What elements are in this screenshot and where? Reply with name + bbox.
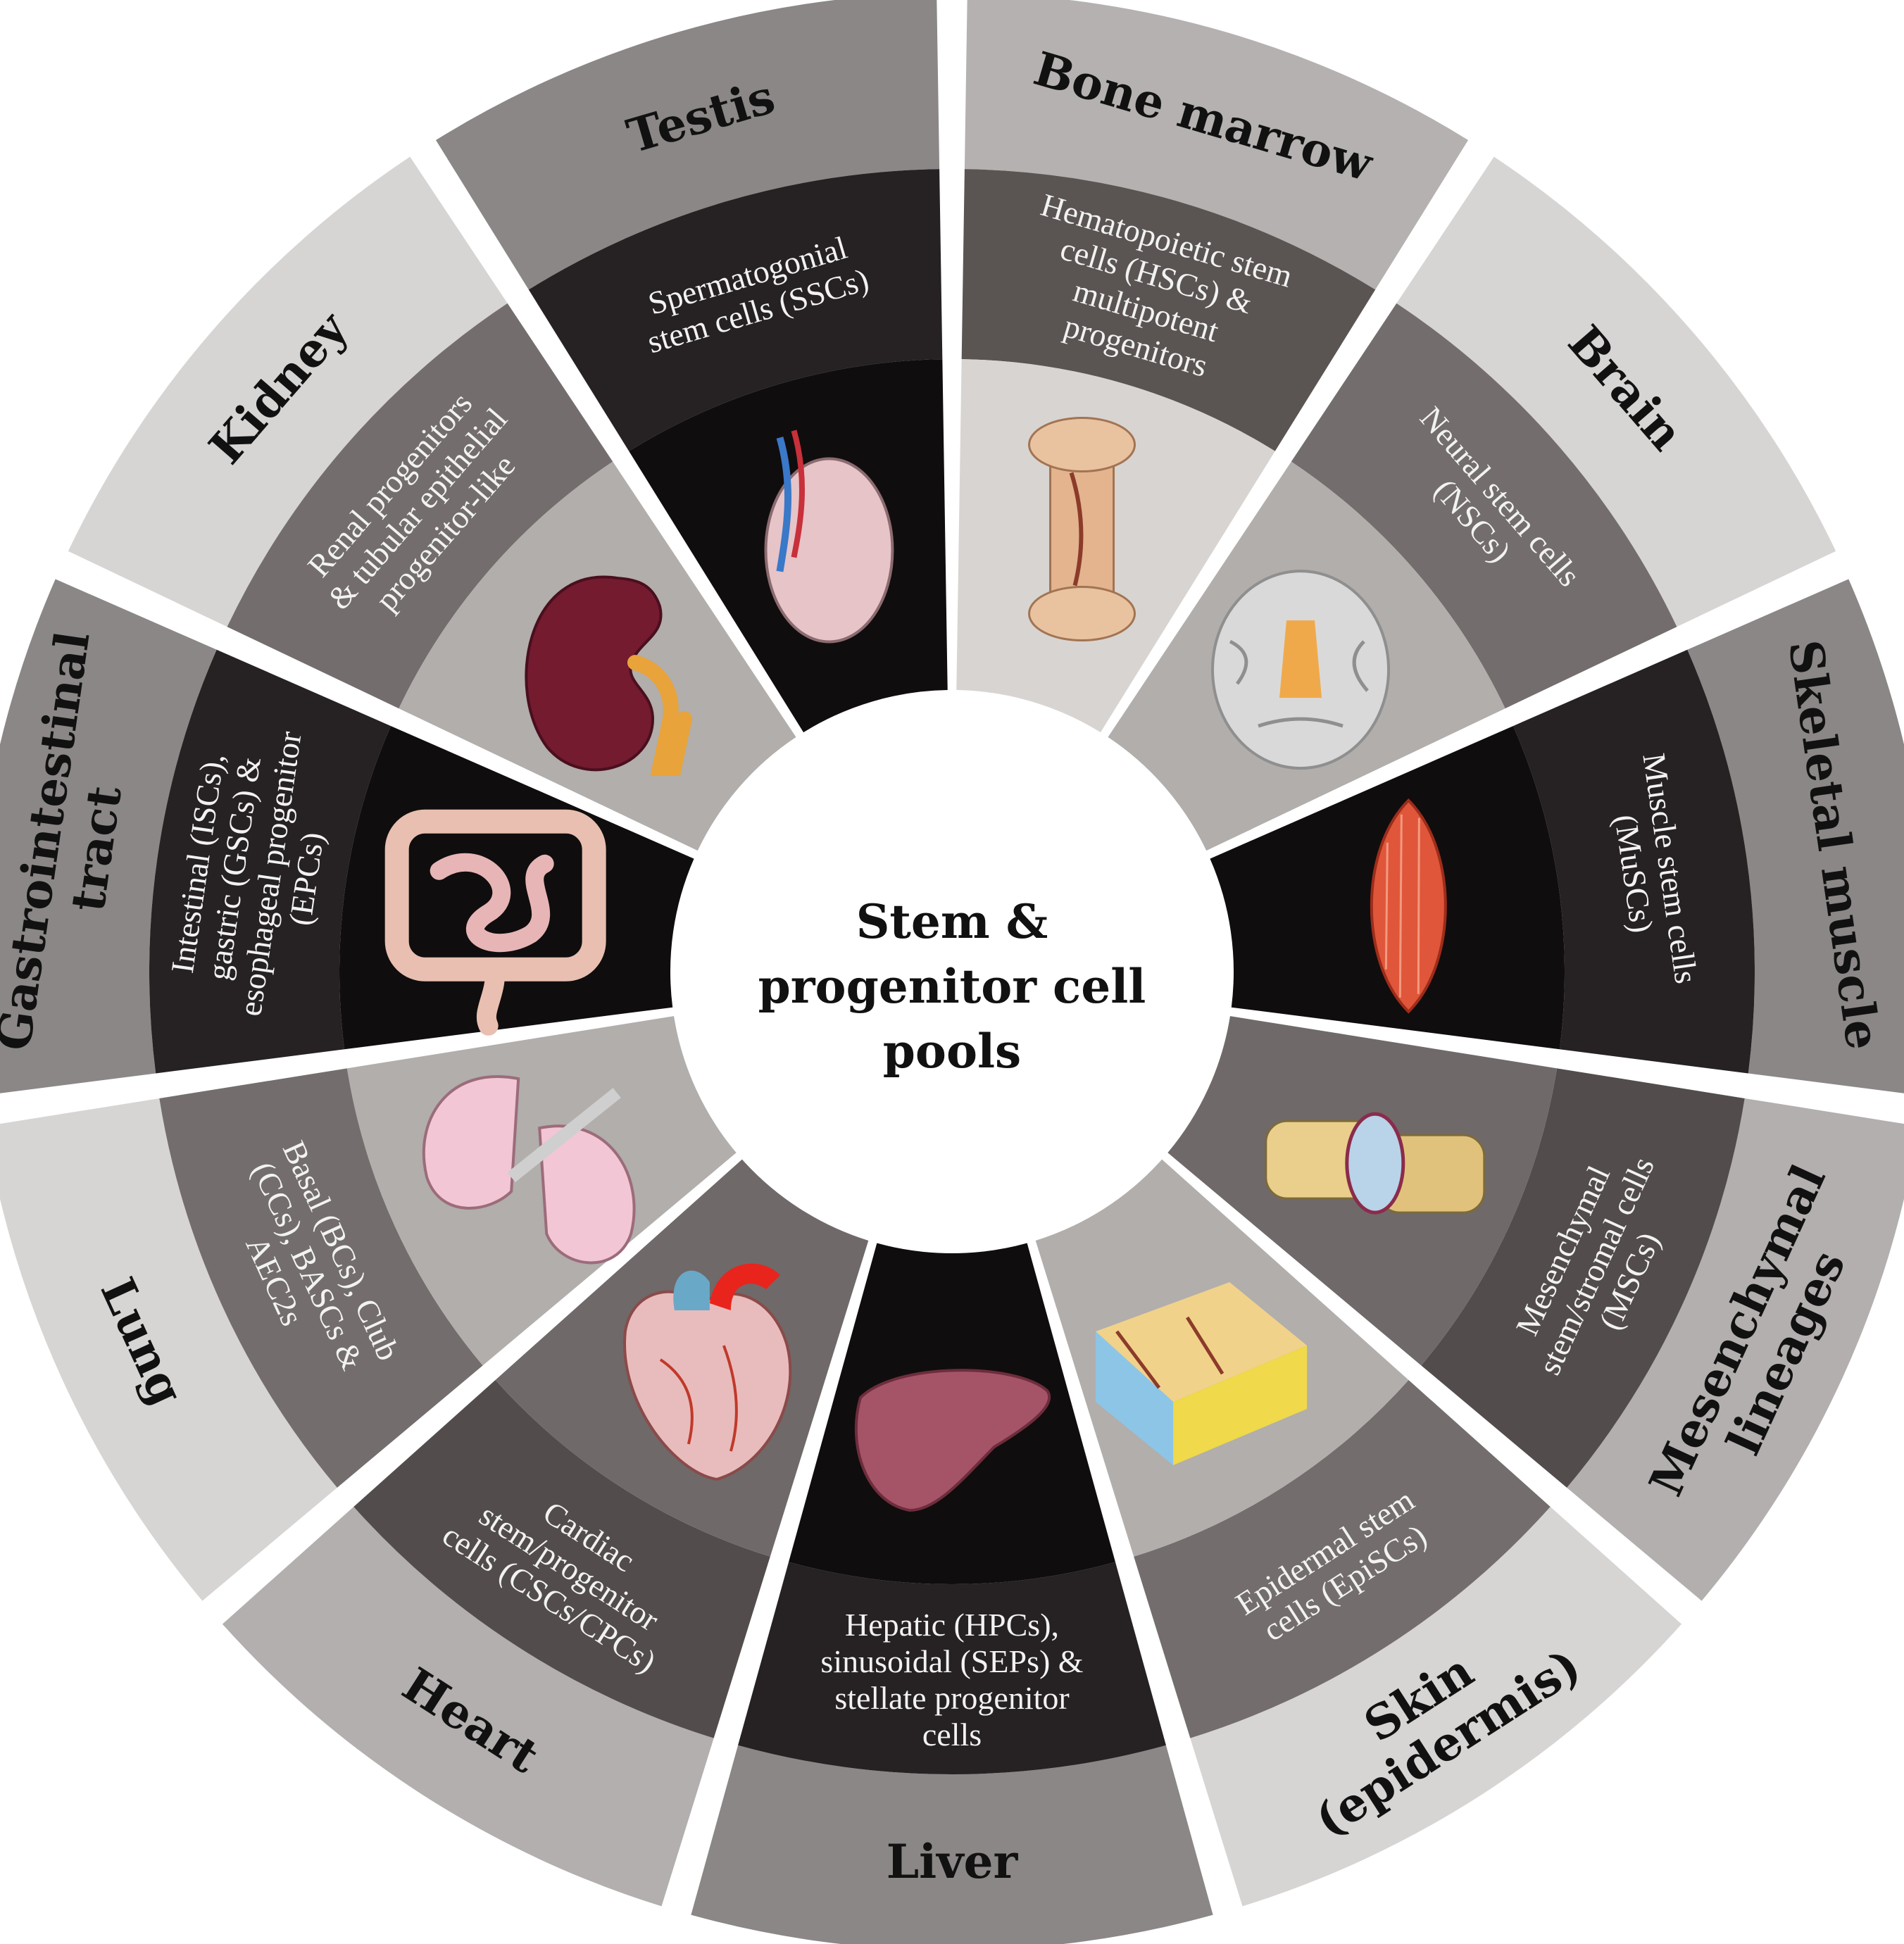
center-circle xyxy=(677,697,1227,1246)
cell-band xyxy=(1421,1068,1745,1488)
organ-band xyxy=(964,0,1469,290)
cell-band xyxy=(528,169,943,451)
cell-label-line: sinusoidal (SEPs) & xyxy=(820,1643,1083,1679)
center-title: Stem & progenitor cell pools xyxy=(758,894,1146,1079)
center-title-line: progenitor cell xyxy=(758,959,1146,1014)
cell-band xyxy=(353,1379,770,1738)
center-hub: Stem & progenitor cell pools xyxy=(677,697,1227,1246)
cell-band xyxy=(1134,1379,1551,1738)
organ-band xyxy=(0,579,217,1093)
heart-icon xyxy=(623,1263,792,1481)
organ-band xyxy=(691,1745,1213,1944)
bone-icon xyxy=(1028,417,1136,642)
testis-icon xyxy=(764,429,894,644)
lung-icon xyxy=(422,1075,636,1265)
brain-icon xyxy=(1211,570,1391,770)
sector-skin-epidermis-: Skin(epidermis)Epidermal stemcells (EpiS… xyxy=(1035,1159,1682,1907)
organ-label: Liver xyxy=(887,1834,1019,1889)
organ-band xyxy=(0,1098,337,1601)
organ-label-line: Liver xyxy=(887,1834,1019,1889)
cell-band xyxy=(159,1068,483,1488)
cell-band xyxy=(149,649,392,1074)
cell-band xyxy=(961,169,1376,451)
kidney-icon xyxy=(525,575,692,777)
cell-band xyxy=(1291,303,1677,709)
organ-band xyxy=(1567,1098,1904,1601)
cell-label-line: cells xyxy=(922,1717,982,1752)
sector-liver: Liver Hepatic (HPCs),sinusoidal (SEPs) &s… xyxy=(691,1243,1213,1944)
center-title-line: Stem & xyxy=(856,894,1048,949)
cell-band xyxy=(1512,649,1755,1074)
organ-band xyxy=(1190,1506,1682,1907)
cell-label-line: Hepatic (HPCs), xyxy=(845,1607,1059,1643)
muscle-icon xyxy=(1370,798,1447,1014)
organ-band xyxy=(435,0,940,290)
organ-band xyxy=(222,1506,714,1907)
joint-icon xyxy=(1265,1112,1486,1215)
sector-mesenchymal-lineages: MesenchymallineagesMesenchymalstem/strom… xyxy=(1167,1016,1904,1601)
intestine-icon xyxy=(384,809,606,1036)
cell-label-line: stellate progenitor xyxy=(834,1680,1069,1716)
organ-band xyxy=(68,156,508,627)
cell-label: Hepatic (HPCs),sinusoidal (SEPs) &stella… xyxy=(820,1607,1083,1752)
skin-icon xyxy=(1096,1282,1308,1466)
liver-icon xyxy=(854,1369,1051,1512)
center-title-line: pools xyxy=(883,1024,1021,1079)
organ-band xyxy=(1687,579,1904,1093)
organ-band xyxy=(1396,156,1836,627)
cell-band xyxy=(227,303,613,709)
cell-band xyxy=(738,1562,1166,1774)
